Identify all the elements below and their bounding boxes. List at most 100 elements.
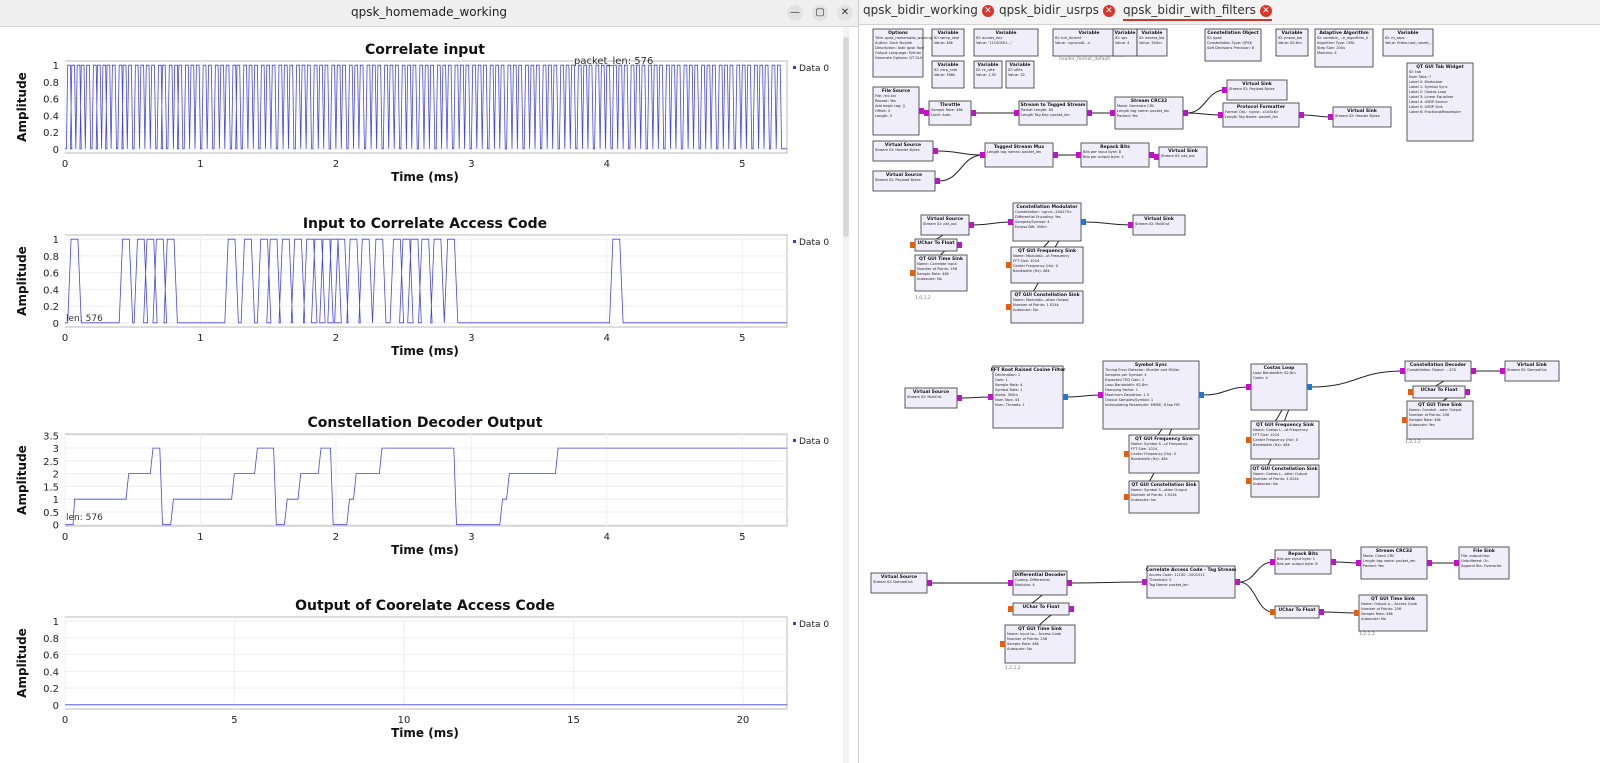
block-param: FFT Size: 1024: [1131, 447, 1158, 451]
scroll-thumb[interactable]: [843, 37, 849, 237]
flowgraph-block[interactable]: FFT Root Raised Cosine FilterDecimation:…: [988, 365, 1068, 429]
tab-close-icon[interactable]: ✕: [1102, 4, 1115, 17]
block-param: Stream ID: Payload Bytes: [875, 178, 921, 182]
plot-panel-2: Constellation Decoder Output00.511.522.5…: [15, 415, 829, 557]
block-param: Unbuffered: On: [1461, 559, 1489, 563]
connection-wire: [1238, 561, 1274, 583]
flowgraph-block[interactable]: UChar To Float: [910, 238, 962, 252]
plot-annotation: len: 576: [66, 513, 103, 523]
flowgraph-block[interactable]: UChar To Float: [1008, 602, 1074, 616]
block-param: Value: 350m: [1139, 41, 1162, 45]
x-tick-label: 0: [62, 532, 68, 543]
y-tick-label: 0.6: [43, 269, 59, 280]
block-title: Repack Bits: [1288, 551, 1318, 557]
y-tick-label: 0.2: [43, 128, 59, 139]
block-body: [973, 28, 1039, 57]
tab-qpsk-bidir-with-filters[interactable]: qpsk_bidir_with_filters✕: [1123, 3, 1272, 21]
series-line: [65, 238, 787, 324]
block-body: [1010, 246, 1084, 284]
maximize-button[interactable]: ▢: [812, 5, 828, 21]
y-tick-label: 1: [53, 235, 59, 246]
output-port: [1427, 560, 1432, 566]
tab-qpsk-bidir-working[interactable]: qpsk_bidir_working✕: [863, 3, 994, 17]
x-tick-label: 1: [197, 532, 203, 543]
block-param: Title: qpsk_homemade_working: [874, 36, 932, 40]
input-port: [1142, 579, 1147, 585]
window-titlebar[interactable]: qpsk_homemade_working — ▢ ✕: [0, 0, 858, 27]
plots-scrollbar[interactable]: [843, 27, 849, 763]
tab-qpsk-bidir-usrps[interactable]: qpsk_bidir_usrps✕: [999, 3, 1115, 17]
block-title: QT GUI Frequency Sink: [1135, 436, 1194, 442]
flowgraph-block[interactable]: UChar To Float: [1270, 605, 1324, 619]
output-port: [1087, 110, 1092, 116]
x-axis-label: Time (ms): [391, 344, 459, 358]
x-tick-label: 4: [604, 333, 610, 344]
block-title: QT GUI Time Sink: [919, 256, 964, 262]
tab-close-icon[interactable]: ✕: [981, 4, 994, 17]
block-title: Stream CRC32: [1376, 548, 1412, 554]
block-param: ID: variable_...e_algorithm_0: [1317, 36, 1369, 40]
block-title: QT GUI Constellation Sink: [1252, 466, 1318, 472]
block-param: Length tag name: packet_len: [1117, 109, 1169, 113]
flowgraph-block[interactable]: Correlate Access Code - Tag StreamAccess…: [1142, 565, 1240, 599]
tab-close-icon[interactable]: ✕: [1259, 4, 1272, 17]
flowgraph-block[interactable]: UChar To Float: [1408, 385, 1470, 399]
block-param: Sample Rate: 48k: [931, 108, 964, 112]
x-tick-label: 1: [197, 333, 203, 344]
minimize-button[interactable]: —: [787, 5, 803, 21]
block-param: Bits per output byte: 2: [1083, 155, 1124, 159]
close-button[interactable]: ✕: [837, 5, 853, 21]
input-port: [1222, 87, 1227, 93]
output-port: [935, 178, 940, 184]
